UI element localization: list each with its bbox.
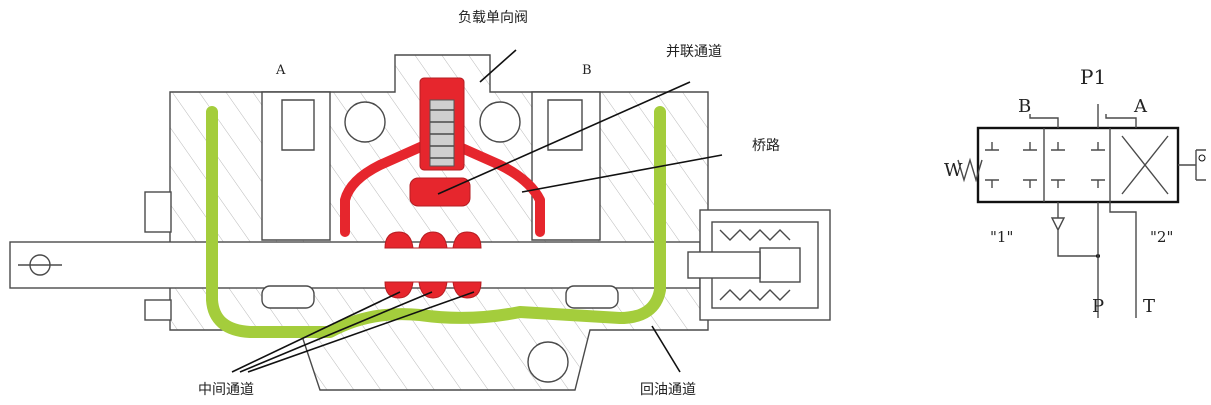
bolt-hole <box>344 101 386 143</box>
symbol-port-p: P <box>1092 296 1104 317</box>
symbol-box <box>976 126 1180 204</box>
leader-center-3 <box>247 291 475 373</box>
callout-bridge: 桥路 <box>752 138 780 154</box>
leader-center-1 <box>231 291 401 373</box>
leader-center-2 <box>239 291 433 373</box>
valve-cross-section: A B 负载单向阀 并联通道 桥路 中间通道 回油通道 <box>9 10 831 398</box>
port-b-label: B <box>582 63 592 78</box>
leader-return <box>651 325 681 373</box>
center-passage-lower <box>384 281 482 299</box>
callout-return-passage: 回油通道 <box>640 382 696 398</box>
hydraulic-symbol: B P1 A W "1" "2" P T <box>944 65 1206 318</box>
leader-bridge <box>521 154 723 193</box>
spool-rod <box>9 241 701 289</box>
pressure-passages <box>340 77 545 299</box>
symbol-position-1: "1" <box>990 228 1013 246</box>
port-a-label: A <box>275 63 286 78</box>
symbol-port-b: B <box>1018 96 1031 117</box>
center-passage-upper <box>384 231 482 249</box>
bridge-passage <box>340 140 545 237</box>
symbol-spring-w: W <box>944 160 963 181</box>
bolt-hole <box>479 101 521 143</box>
callout-parallel-passage: 并联通道 <box>666 44 722 60</box>
symbol-position-2: "2" <box>1150 228 1173 246</box>
leader-load-check <box>479 49 517 83</box>
callout-center-passage: 中间通道 <box>198 382 254 398</box>
port-a-cavity <box>261 91 331 241</box>
lever-icon <box>1178 149 1206 181</box>
check-valve-icon <box>1050 202 1098 257</box>
symbol-port-a: A <box>1133 96 1148 117</box>
symbol-port-p1: P1 <box>1080 65 1106 89</box>
parallel-passage-block <box>409 177 471 207</box>
bolt-hole <box>527 341 569 383</box>
leader-parallel <box>437 81 691 195</box>
spring-cap <box>687 209 831 321</box>
symbol-port-t: T <box>1143 296 1155 317</box>
callout-load-check-valve: 负载单向阀 <box>458 10 528 26</box>
return-passage <box>206 106 666 338</box>
spring-icon <box>957 157 983 183</box>
